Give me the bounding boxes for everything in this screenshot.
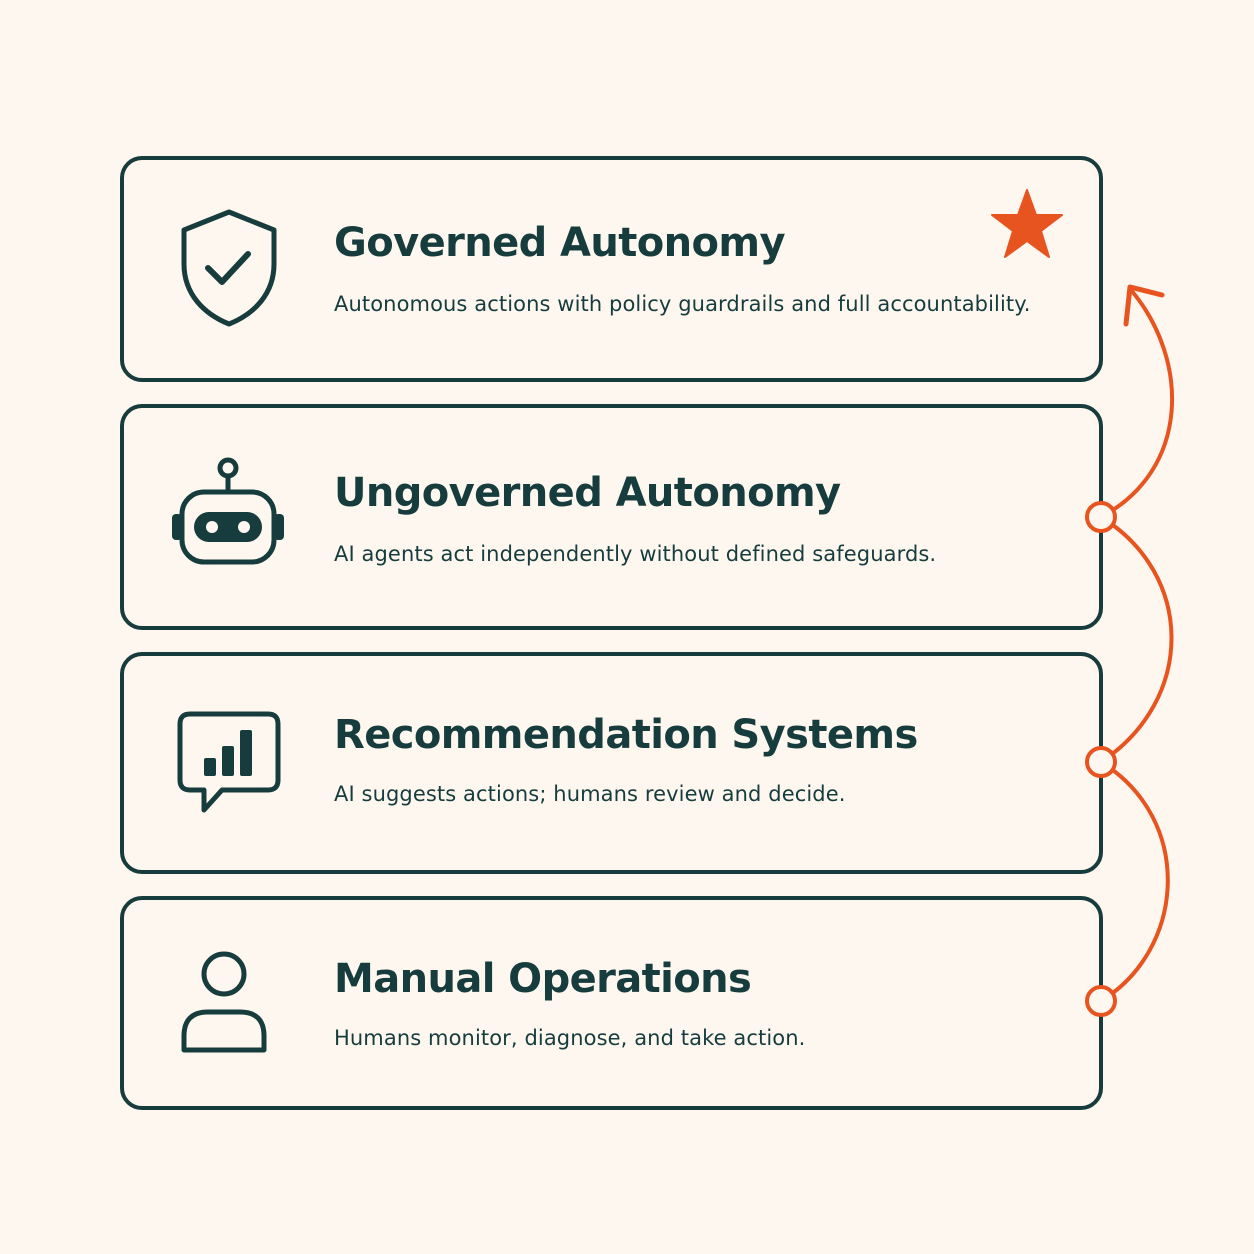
level-title: Ungoverned Autonomy	[334, 470, 841, 516]
level-description: Autonomous actions with policy guardrail…	[334, 292, 1031, 316]
level-title: Governed Autonomy	[334, 220, 786, 266]
arrow-head-icon	[1123, 284, 1165, 327]
robot-icon	[164, 446, 294, 576]
arrow-manual-to-recommendation	[1099, 760, 1170, 1003]
arrow-ungoverned-to-governed	[1100, 288, 1175, 519]
arrow-recommendation-to-ungoverned	[1099, 515, 1174, 764]
level-title: Recommendation Systems	[334, 712, 918, 758]
level-card-manual-operations: Manual Operations Humans monitor, diagno…	[120, 896, 1103, 1110]
level-description: AI suggests actions; humans review and d…	[334, 782, 846, 806]
level-card-recommendation-systems: Recommendation Systems AI suggests actio…	[120, 652, 1103, 874]
person-icon	[164, 936, 294, 1066]
level-description: AI agents act independently without defi…	[334, 542, 937, 566]
level-card-ungoverned-autonomy: Ungoverned Autonomy AI agents act indepe…	[120, 404, 1103, 630]
level-card-governed-autonomy: Governed Autonomy Autonomous actions wit…	[120, 156, 1103, 382]
star-icon	[991, 189, 1063, 258]
chart-bubble-icon	[164, 696, 294, 826]
shield-check-icon	[164, 202, 294, 332]
level-description: Humans monitor, diagnose, and take actio…	[334, 1026, 806, 1050]
level-title: Manual Operations	[334, 956, 752, 1002]
